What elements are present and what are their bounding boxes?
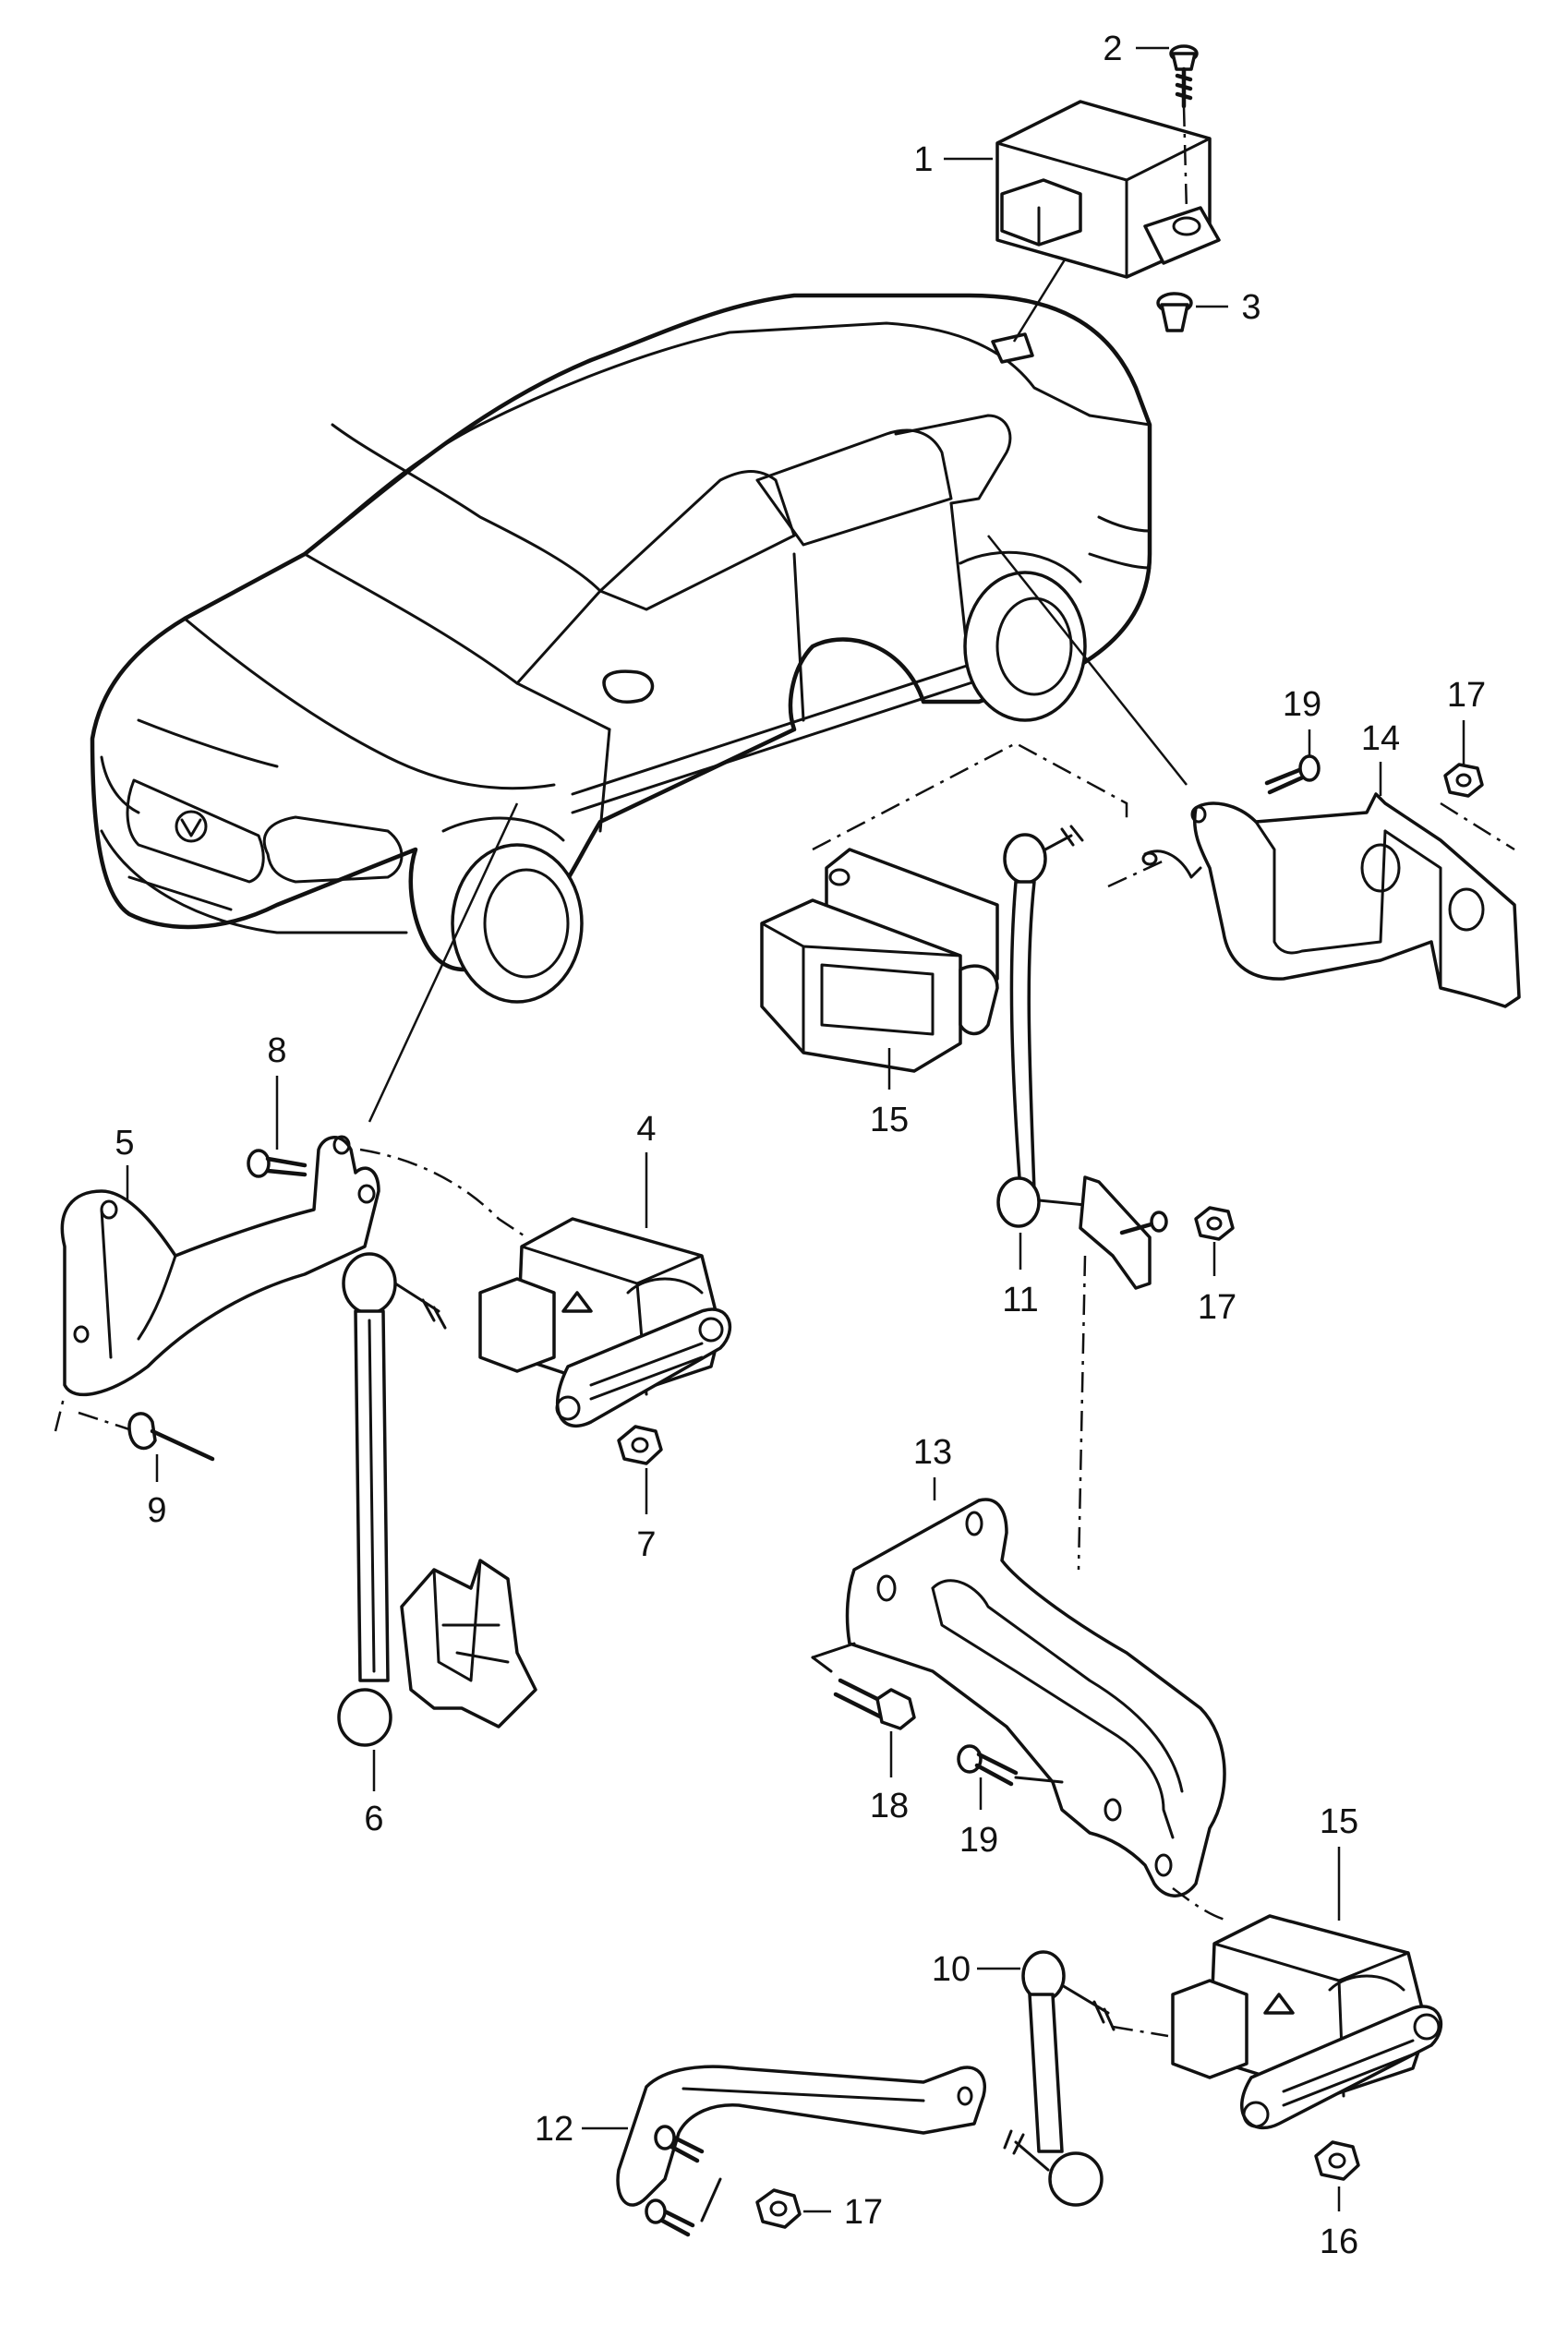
- front-bracket-5: [54, 1135, 380, 1432]
- nut-16: [1314, 2140, 1360, 2181]
- callout-7: 7: [636, 1525, 656, 1564]
- level-sensor-4: [478, 1217, 731, 1427]
- lower-bracket-13: [811, 1498, 1226, 1897]
- callout-8: 8: [267, 1031, 286, 1070]
- callout-15-lower: 15: [1320, 1802, 1358, 1841]
- callout-15-upper: 15: [870, 1101, 909, 1139]
- coupling-rod-6: [337, 1252, 537, 1747]
- dashline-bracket-to-lower-sensor: [1172, 1886, 1229, 1922]
- callout-3: 3: [1241, 288, 1260, 327]
- callout-11: 11: [1002, 1281, 1038, 1319]
- callout-6: 6: [364, 1800, 383, 1838]
- bolt-19-lower: [957, 1744, 1064, 1787]
- dashline-rear-vertical: [1077, 1255, 1087, 1571]
- callout-5: 5: [115, 1124, 134, 1162]
- callout-19-lower: 19: [959, 1821, 998, 1860]
- callout-17-upper: 17: [1447, 676, 1486, 715]
- callout-4: 4: [636, 1110, 656, 1149]
- callout-leaders: [126, 46, 1465, 2213]
- level-sensor-15-upper: [760, 848, 999, 1073]
- callout-17-lower: 17: [844, 2193, 883, 2232]
- bolt-8: [247, 1149, 308, 1178]
- link-bracket-12: [616, 2065, 986, 2237]
- nut-17-upper: [1440, 763, 1515, 851]
- callout-1: 1: [913, 140, 933, 179]
- callout-13: 13: [913, 1433, 952, 1472]
- control-module: [995, 100, 1221, 279]
- dashline-rod-to-sensor: [1112, 2025, 1169, 2038]
- leader-rear-to-bracket: [987, 535, 1188, 786]
- leader-front-to-bracket: [368, 802, 519, 1123]
- callout-9: 9: [147, 1491, 166, 1530]
- assembly-dashline-a: [812, 741, 1128, 851]
- callout-10: 10: [932, 1950, 971, 1989]
- rear-bracket-14: [1141, 792, 1521, 1008]
- bolt-19-upper: [1264, 754, 1321, 795]
- callout-18: 18: [870, 1787, 909, 1825]
- rivet-9: [78, 1411, 215, 1462]
- leader-trunk-to-module: [1012, 248, 1073, 343]
- coupling-rod-10: [1003, 1950, 1116, 2207]
- clip-nut-3: [1156, 292, 1193, 332]
- screw-2: [1169, 44, 1199, 213]
- callout-16: 16: [1320, 2223, 1358, 2261]
- callout-labels: 1 2 3 4 5 6 7 8 9 10 11 12 13 14 15 15 1…: [115, 30, 1486, 2261]
- callout-19-upper: 19: [1283, 685, 1321, 724]
- car-illustration: [90, 293, 1152, 1004]
- nut-7: [617, 1425, 663, 1465]
- nut-17-mid: [1194, 1206, 1235, 1241]
- level-sensor-15-lower: [1171, 1914, 1442, 2130]
- callout-14: 14: [1361, 719, 1400, 758]
- nut-17-lower: [755, 2188, 802, 2229]
- callout-12: 12: [535, 2110, 573, 2149]
- coupling-rod-11: [996, 825, 1168, 1290]
- callout-2: 2: [1103, 30, 1122, 68]
- dashline-bracket-to-sensor: [359, 1148, 527, 1239]
- callout-17-mid: 17: [1198, 1288, 1236, 1327]
- bolt-18: [833, 1678, 916, 1730]
- assembly-dashline-b: [1107, 857, 1169, 888]
